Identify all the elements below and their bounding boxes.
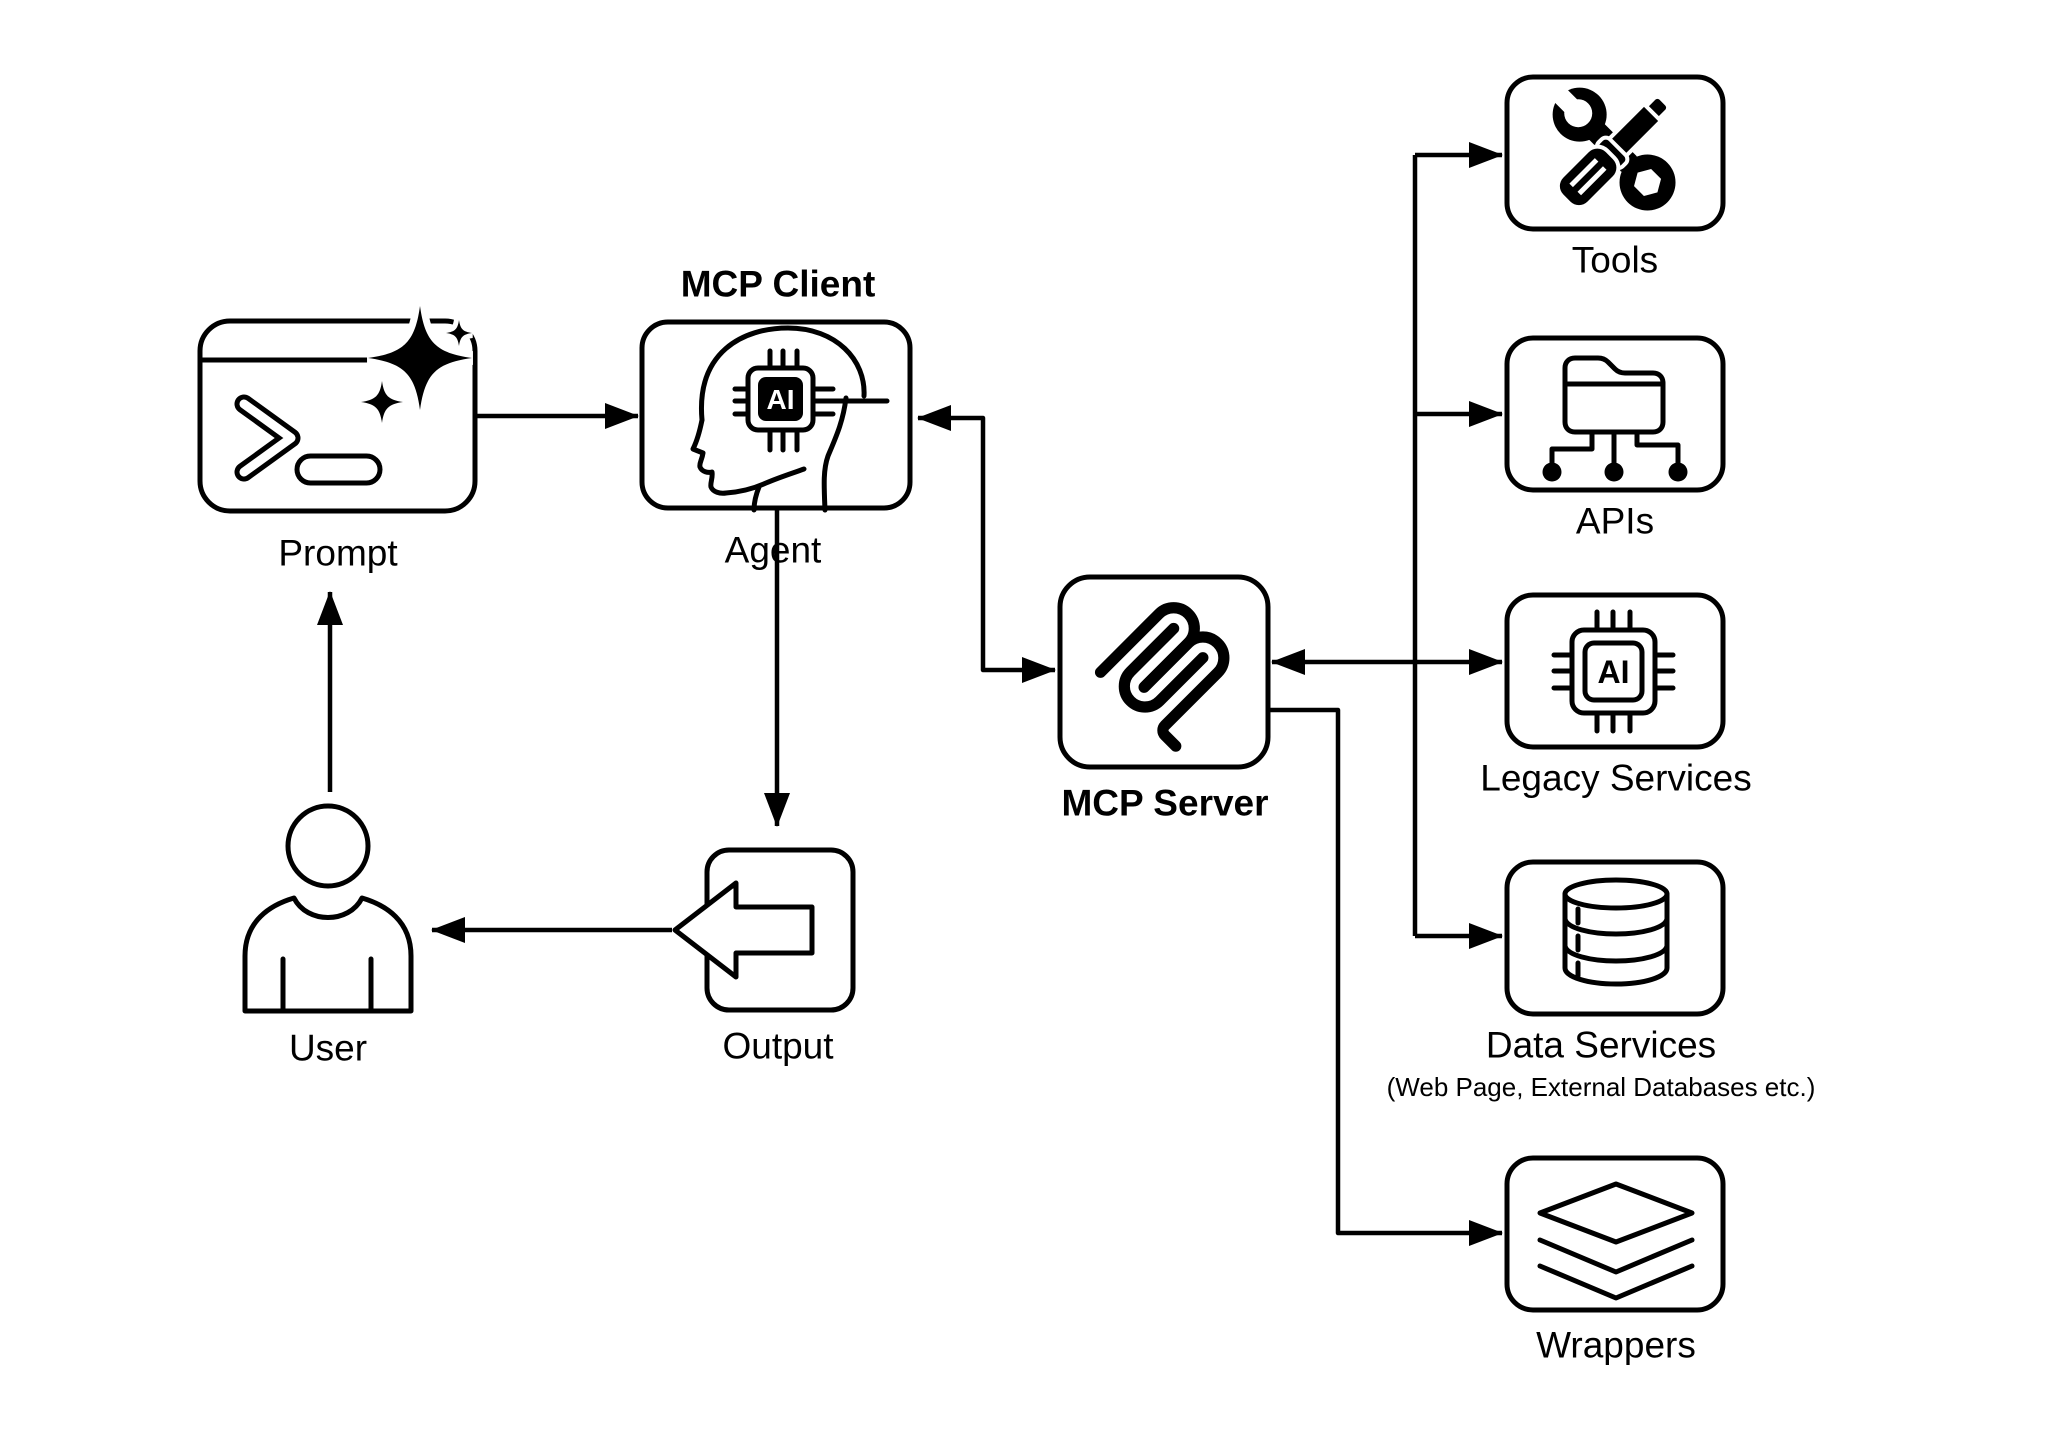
agent-label: Agent (724, 529, 822, 571)
data-services-label: Data Services (1485, 1024, 1717, 1066)
mcp-server-label: MCP Server (1061, 782, 1269, 824)
ai-head-profile-icon: AI (690, 325, 890, 513)
user-label: User (288, 1027, 368, 1069)
apis-label: APIs (1575, 500, 1655, 542)
layers-icon (1537, 1181, 1695, 1301)
person-icon (242, 803, 414, 1014)
connector-layer (317, 142, 1503, 1246)
tools-label: Tools (1571, 239, 1659, 281)
mcp-logo-icon (1094, 602, 1230, 752)
node-boxes (197, 74, 1726, 1313)
prompt-label: Prompt (278, 532, 398, 574)
ai-chip-icon: AI (1551, 609, 1676, 734)
legacy-services-label: Legacy Services (1480, 757, 1752, 799)
wrappers-box (1504, 1155, 1726, 1313)
arrow-into-box-icon (672, 880, 815, 980)
data-services-sublabel: (Web Page, External Databases etc.) (1386, 1072, 1816, 1102)
database-icon (1562, 877, 1670, 987)
legacy-chip-ai-text: AI (1598, 654, 1630, 690)
arrow-agent-server-two-way (917, 405, 1056, 683)
arrow-server-to-wrappers (1268, 707, 1503, 1246)
folder-network-icon (1542, 355, 1688, 482)
output-label: Output (722, 1025, 834, 1067)
mcp-client-title: MCP Client (680, 263, 876, 305)
agent-chip-ai-text: AI (767, 384, 795, 415)
wrappers-label: Wrappers (1536, 1324, 1696, 1366)
sparkles-icon (360, 304, 474, 424)
wrench-screwdriver-icon (1546, 81, 1676, 211)
apis-box (1504, 335, 1726, 493)
